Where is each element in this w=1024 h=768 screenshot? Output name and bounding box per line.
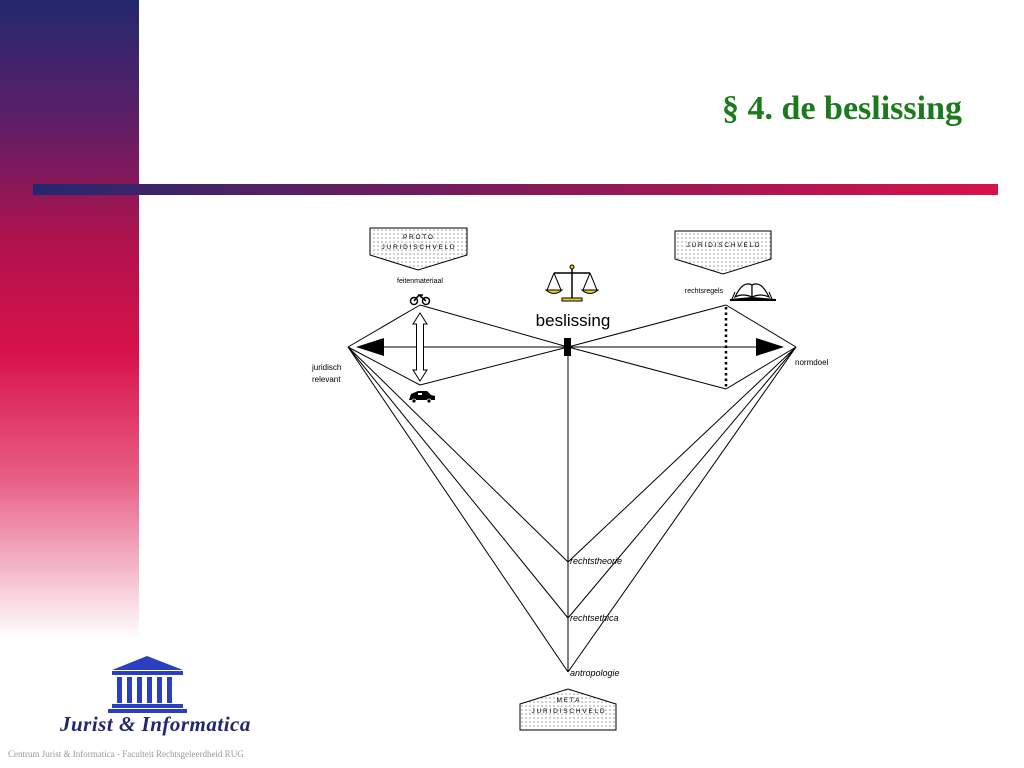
- feiten-double-arrow: [412, 312, 428, 382]
- diagram-lines: [347, 304, 797, 673]
- line-right-lower: [725, 346, 797, 390]
- line-left-rechtsethica: [347, 346, 569, 619]
- proto-veld-label: J U R I D I S C H V E L D: [381, 244, 454, 251]
- juridisch-veld-label: J U R I D I S C H V E L D: [686, 242, 759, 249]
- line-center-lower-right: [567, 346, 727, 390]
- rechtsethica-label: rechtsethica: [570, 613, 619, 623]
- meta-juridisch-veld-box: M E T A J U R I D I S C H V E L D: [519, 688, 617, 731]
- feitenmateriaal-label: feitenmateriaal: [397, 278, 443, 285]
- line-car-center: [419, 346, 569, 386]
- logo-text: Jurist & Informatica: [60, 712, 251, 736]
- decision-marker: [564, 338, 571, 356]
- line-left-upper: [347, 304, 421, 348]
- rechtsregels-label: rechtsregels: [685, 288, 724, 295]
- open-book-icon: [730, 283, 776, 301]
- title-rule: [33, 184, 998, 195]
- juridisch-veld-box: J U R I D I S C H V E L D: [674, 230, 772, 275]
- relevant-label: relevant: [312, 375, 341, 384]
- meta-label: M E T A: [557, 697, 581, 704]
- left-arrowhead: [356, 338, 384, 356]
- temple-icon: [108, 656, 187, 713]
- line-right-rechtstheorie: [567, 346, 797, 563]
- line-left-antropologie: [347, 346, 569, 673]
- left-gradient-band: [0, 0, 139, 640]
- car-icon: [409, 391, 435, 404]
- footer-text: Centrum Jurist & Informatica - Faculteit…: [8, 749, 244, 759]
- normdoel-label: normdoel: [795, 358, 829, 367]
- line-center-upper-right: [567, 304, 727, 348]
- line-right-rechtsethica: [567, 346, 797, 619]
- line-left-rechtstheorie: [347, 346, 569, 563]
- beslissing-label: beslissing: [536, 311, 611, 330]
- juridisch-label: juridisch: [311, 363, 341, 372]
- line-bike-center: [419, 304, 569, 348]
- antropologie-label: antropologie: [570, 668, 620, 678]
- proto-label: P R O T O: [403, 234, 433, 241]
- line-right-upper: [725, 304, 797, 348]
- right-arrowhead: [756, 338, 784, 356]
- slide-title: § 4. de beslissing: [722, 90, 962, 127]
- line-left-lower: [347, 346, 421, 386]
- line-right-antropologie: [567, 346, 797, 673]
- bicycle-icon: [409, 293, 431, 306]
- rechtstheorie-label: rechtstheorie: [570, 556, 622, 566]
- meta-veld-label: J U R I D I S C H V E L D: [531, 708, 604, 715]
- proto-juridisch-veld-box: P R O T O J U R I D I S C H V E L D: [369, 227, 468, 271]
- scales-icon: [544, 264, 600, 302]
